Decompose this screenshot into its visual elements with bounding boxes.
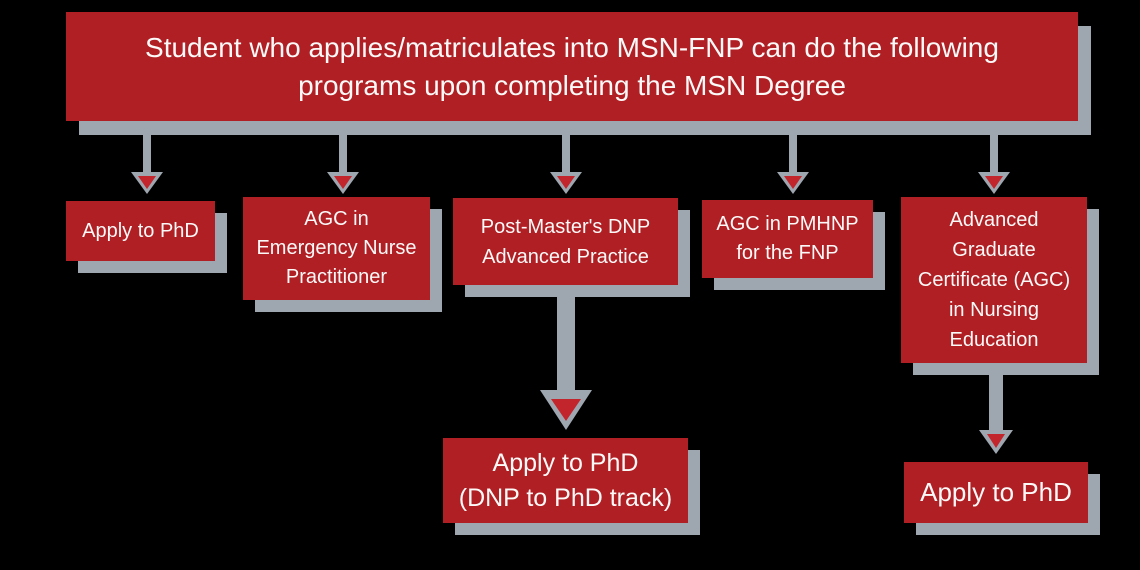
connector-line: [557, 290, 575, 392]
connector-line: [989, 370, 1003, 432]
arrow-down-icon: [540, 390, 592, 430]
program-box-apply-phd: Apply to PhD: [66, 201, 215, 261]
connector-line: [339, 130, 347, 174]
program-box-agc-emergency-nurse-practitioner: AGC in Emergency Nurse Practitioner: [243, 197, 430, 300]
connector-line: [143, 130, 151, 174]
program-box-post-masters-dnp: Post-Master's DNP Advanced Practice: [453, 198, 678, 285]
outcome-box-apply-phd-dnp-track: Apply to PhD (DNP to PhD track): [443, 438, 688, 523]
outcome-box-apply-phd: Apply to PhD: [904, 462, 1088, 523]
arrow-down-icon: [979, 430, 1013, 454]
arrow-down-icon: [131, 172, 163, 194]
arrow-down-icon: [550, 172, 582, 194]
arrow-down-icon: [978, 172, 1010, 194]
flowchart-title-banner: Student who applies/matriculates into MS…: [66, 12, 1078, 121]
program-box-agc-nursing-education: Advanced Graduate Certificate (AGC) in N…: [901, 197, 1087, 363]
arrow-down-icon: [327, 172, 359, 194]
connector-line: [562, 130, 570, 174]
program-box-agc-pmhnp: AGC in PMHNP for the FNP: [702, 200, 873, 278]
connector-line: [990, 130, 998, 174]
arrow-down-icon: [777, 172, 809, 194]
connector-line: [789, 130, 797, 174]
